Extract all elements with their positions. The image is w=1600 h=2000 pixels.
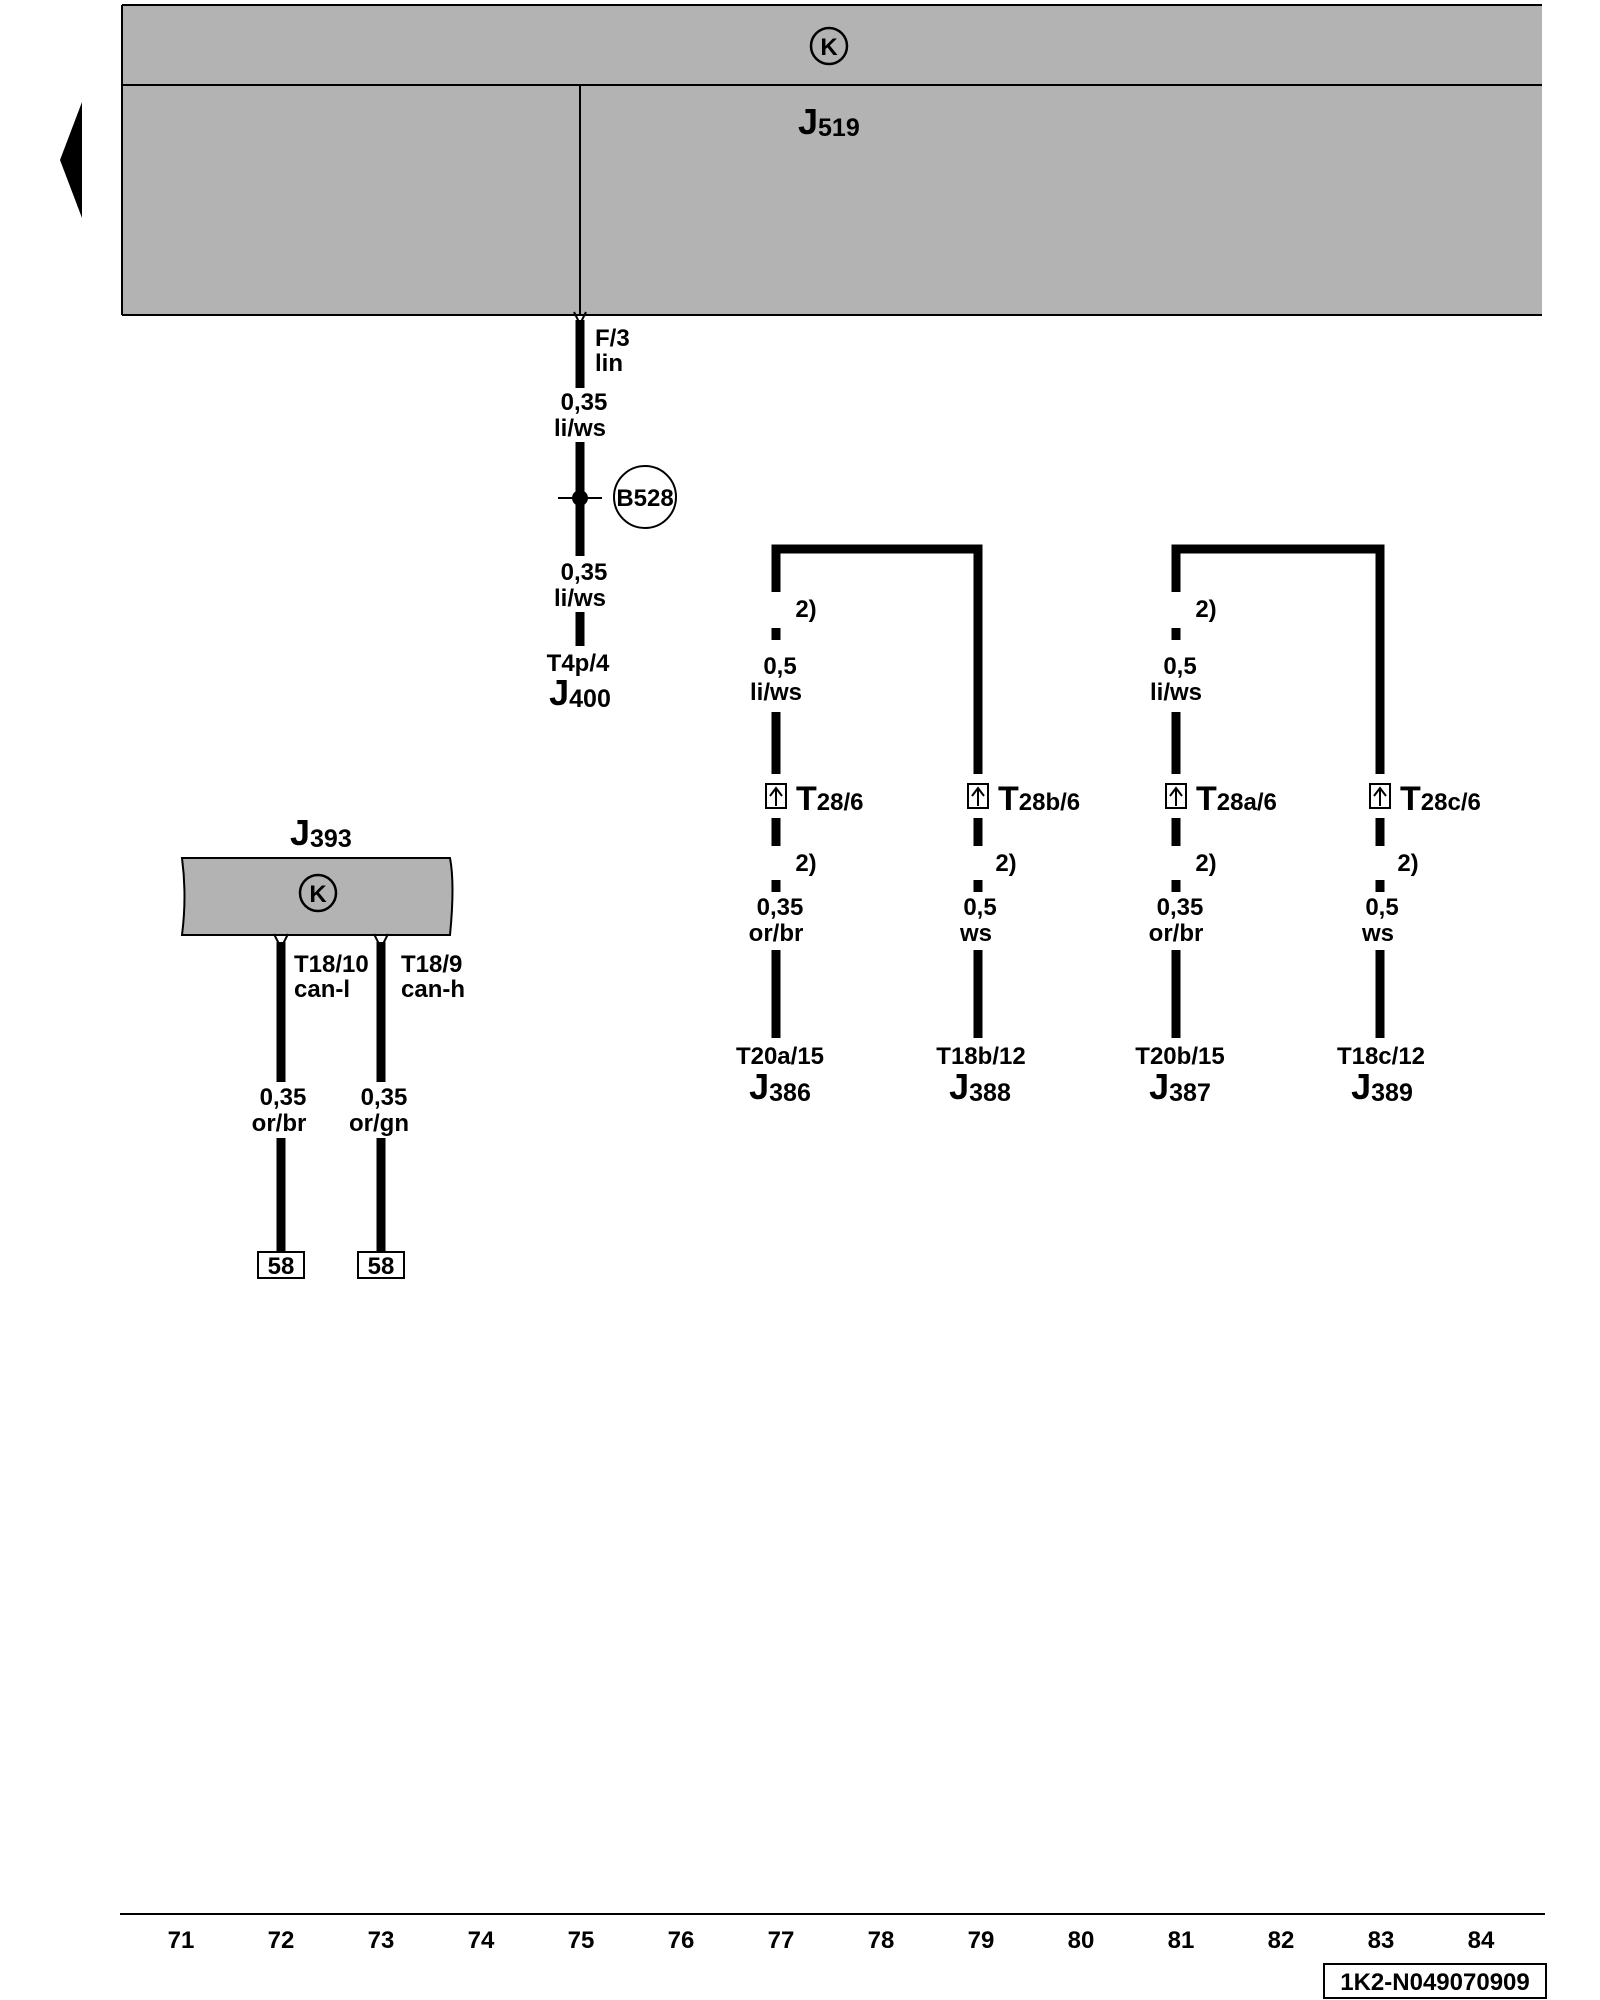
grid-number: 81 [1168,1927,1195,1954]
connector-t28b-6: T28b/6 [967,780,1080,818]
wire-size-label: 0,35 [260,1084,307,1111]
end-component-label: J386 [749,1066,811,1107]
control-unit-body [122,85,1542,315]
grid-number: 74 [468,1927,495,1954]
wire-color-label: or/br [749,920,804,947]
wire-color-label: li/ws [1150,679,1202,706]
grid-number: 73 [368,1927,395,1954]
footnote-label: 2) [1195,850,1216,877]
footnote-label: 2) [1397,850,1418,877]
previous-page-arrow[interactable] [60,102,82,218]
end-component-label: J400 [549,672,611,713]
end-component-label: J387 [1149,1066,1211,1107]
svg-text:K: K [820,34,838,61]
connector-t28-6: T28/6 [765,780,864,818]
grid-number: 72 [268,1927,295,1954]
wire-size-label: 0,35 [757,894,804,921]
end-pin-label: T18c/12 [1337,1043,1425,1070]
gateway-j393: K J393 T18/10 can-l 0,35 or/br 58 T18/9 … [180,812,465,1280]
connector-arrow-icon [1169,786,1183,806]
reference-box[interactable] [357,1251,405,1279]
wire-signal-label: can-h [401,976,465,1003]
wire-color-label: or/gn [349,1110,409,1137]
grid-number: 79 [968,1927,995,1954]
grid-number: 84 [1468,1927,1495,1954]
grid-number: 71 [168,1927,195,1954]
wire-signal-label: can-l [294,976,350,1003]
can-bus-symbol-icon: K [809,26,849,66]
connector-label: T28c/6 [1400,780,1481,818]
gateway-box [180,857,454,936]
wire-size-label: 0,5 [763,653,796,680]
grid-number: 78 [868,1927,895,1954]
connector-arrow-icon [769,786,783,806]
end-pin-label: T20a/15 [736,1043,824,1070]
lin-wire: B528 F/3 lin 0,35 li/ws 0,35 li/ws T4p/4… [547,311,677,713]
end-component-label: J389 [1351,1066,1413,1107]
svg-text:K: K [309,881,327,908]
grid-number: 77 [768,1927,795,1954]
bridge-wire [1171,544,1385,774]
connector-t28c-6: T28c/6 [1369,780,1481,818]
wire-size-label: 0,5 [1365,894,1398,921]
lin-signal-label: lin [595,350,623,377]
wire-size-label: 0,5 [1163,653,1196,680]
wire-color-label: or/br [1149,920,1204,947]
grid-number: 75 [568,1927,595,1954]
grid-number: 76 [668,1927,695,1954]
footnote-label: 2) [1195,596,1216,623]
footnote-label: 2) [995,850,1016,877]
connector-label: T28/6 [796,780,864,818]
control-unit-j519: K J519 [121,4,1542,316]
gateway-label: J393 [290,812,352,853]
grid-number: 82 [1268,1927,1295,1954]
wire-size-label: 0,35 [1157,894,1204,921]
reference-label: 58 [368,1253,395,1280]
connector-label: T28b/6 [998,780,1080,818]
wire-color-label: li/ws [750,679,802,706]
connector-t28a-6: T28a/6 [1165,780,1277,818]
grid-number-row: 71 72 73 74 75 76 77 78 79 80 81 82 83 84 [168,1927,1495,1954]
splice-b528: B528 [613,465,677,529]
splice-point [572,490,588,506]
connector-arrow-icon [971,786,985,806]
grid-number: 83 [1368,1927,1395,1954]
grid-number: 80 [1068,1927,1095,1954]
door-group-1: 2) 0,5 li/ws T28/6 2) 0,35 or/br T20a/15… [736,544,1080,1107]
wire-color-label: li/ws [554,585,606,612]
document-number: 1K2-N049070909 [1340,1969,1529,1996]
wire-color-label: li/ws [554,415,606,442]
wire-color-label: ws [1361,920,1394,947]
wire-size-label: 0,35 [561,559,608,586]
control-unit-header [122,5,1542,85]
wire-size-label: 0,35 [361,1084,408,1111]
end-component-label: J388 [949,1066,1011,1107]
wire-size-label: 0,35 [561,389,608,416]
connector-label: T28a/6 [1196,780,1277,818]
svg-text:B528: B528 [616,485,673,512]
can-low-wire: T18/10 can-l 0,35 or/br 58 [252,933,369,1280]
reference-box[interactable] [257,1251,305,1279]
connector-arrow-icon [1373,786,1387,806]
can-high-wire: T18/9 can-h 0,35 or/gn 58 [349,933,465,1280]
reference-label: 58 [268,1253,295,1280]
footnote-label: 2) [795,850,816,877]
control-unit-label: J519 [798,101,860,142]
wire-pin-label: T18/10 [294,951,369,978]
footnote-label: 2) [795,596,816,623]
lin-pin-label: F/3 [595,325,630,352]
end-pin-label: T20b/15 [1135,1043,1224,1070]
document-number-box: 1K2-N049070909 [1323,1963,1547,1999]
bridge-wire [771,544,983,774]
wire-size-label: 0,5 [963,894,996,921]
end-pin-label: T18b/12 [936,1043,1025,1070]
wire-color-label: or/br [252,1110,307,1137]
can-bus-symbol-icon: K [298,873,338,913]
door-group-2: 2) 0,5 li/ws T28a/6 2) 0,35 or/br T20b/1… [1135,544,1481,1107]
wire-pin-label: T18/9 [401,951,462,978]
wire-color-label: ws [959,920,992,947]
end-pin-label: T4p/4 [547,650,610,677]
